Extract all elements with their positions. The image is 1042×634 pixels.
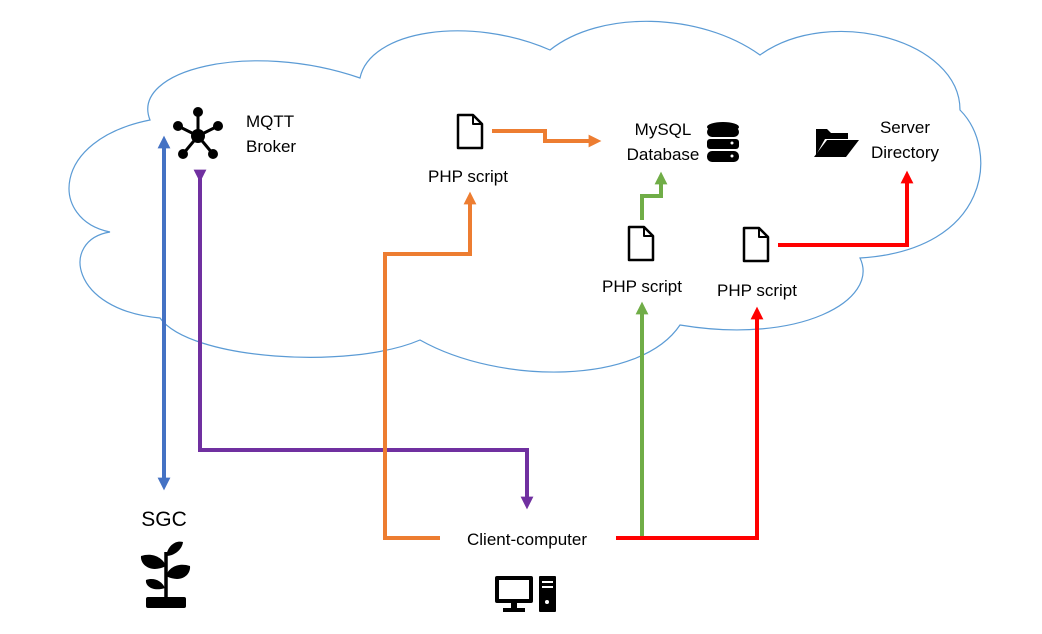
php-script-label: PHP script (602, 277, 682, 296)
server-directory-label: Server (880, 118, 930, 137)
mysql-database-label: Database (627, 145, 700, 164)
document-icon (627, 225, 655, 262)
mqtt-broker-label: MQTT (246, 112, 294, 131)
mqtt-broker-label: Broker (246, 137, 296, 156)
php-script-label: PHP script (428, 167, 508, 186)
php1-mysql-link (492, 129, 602, 148)
plant-seedling-icon (140, 541, 191, 608)
client-computer-label: Client-computer (467, 530, 587, 549)
client-php1-link (383, 191, 477, 540)
mysql-database-label: MySQL (635, 120, 692, 139)
php2-mysql-link (640, 171, 668, 220)
database-icon (707, 122, 739, 162)
document-icon (742, 226, 770, 263)
cloud-outline (68, 20, 982, 373)
mqtt-client-link (193, 169, 534, 510)
client-php3-link (616, 306, 764, 540)
php3-serverdir-link (778, 170, 914, 247)
sgc-label: SGC (141, 508, 187, 531)
php-script-label: PHP script (717, 281, 797, 300)
document-icon (456, 113, 484, 150)
folder-open-icon (814, 129, 859, 157)
desktop-computer-icon (495, 576, 556, 612)
network-hub-icon (173, 107, 223, 159)
server-directory-label: Directory (871, 143, 940, 162)
